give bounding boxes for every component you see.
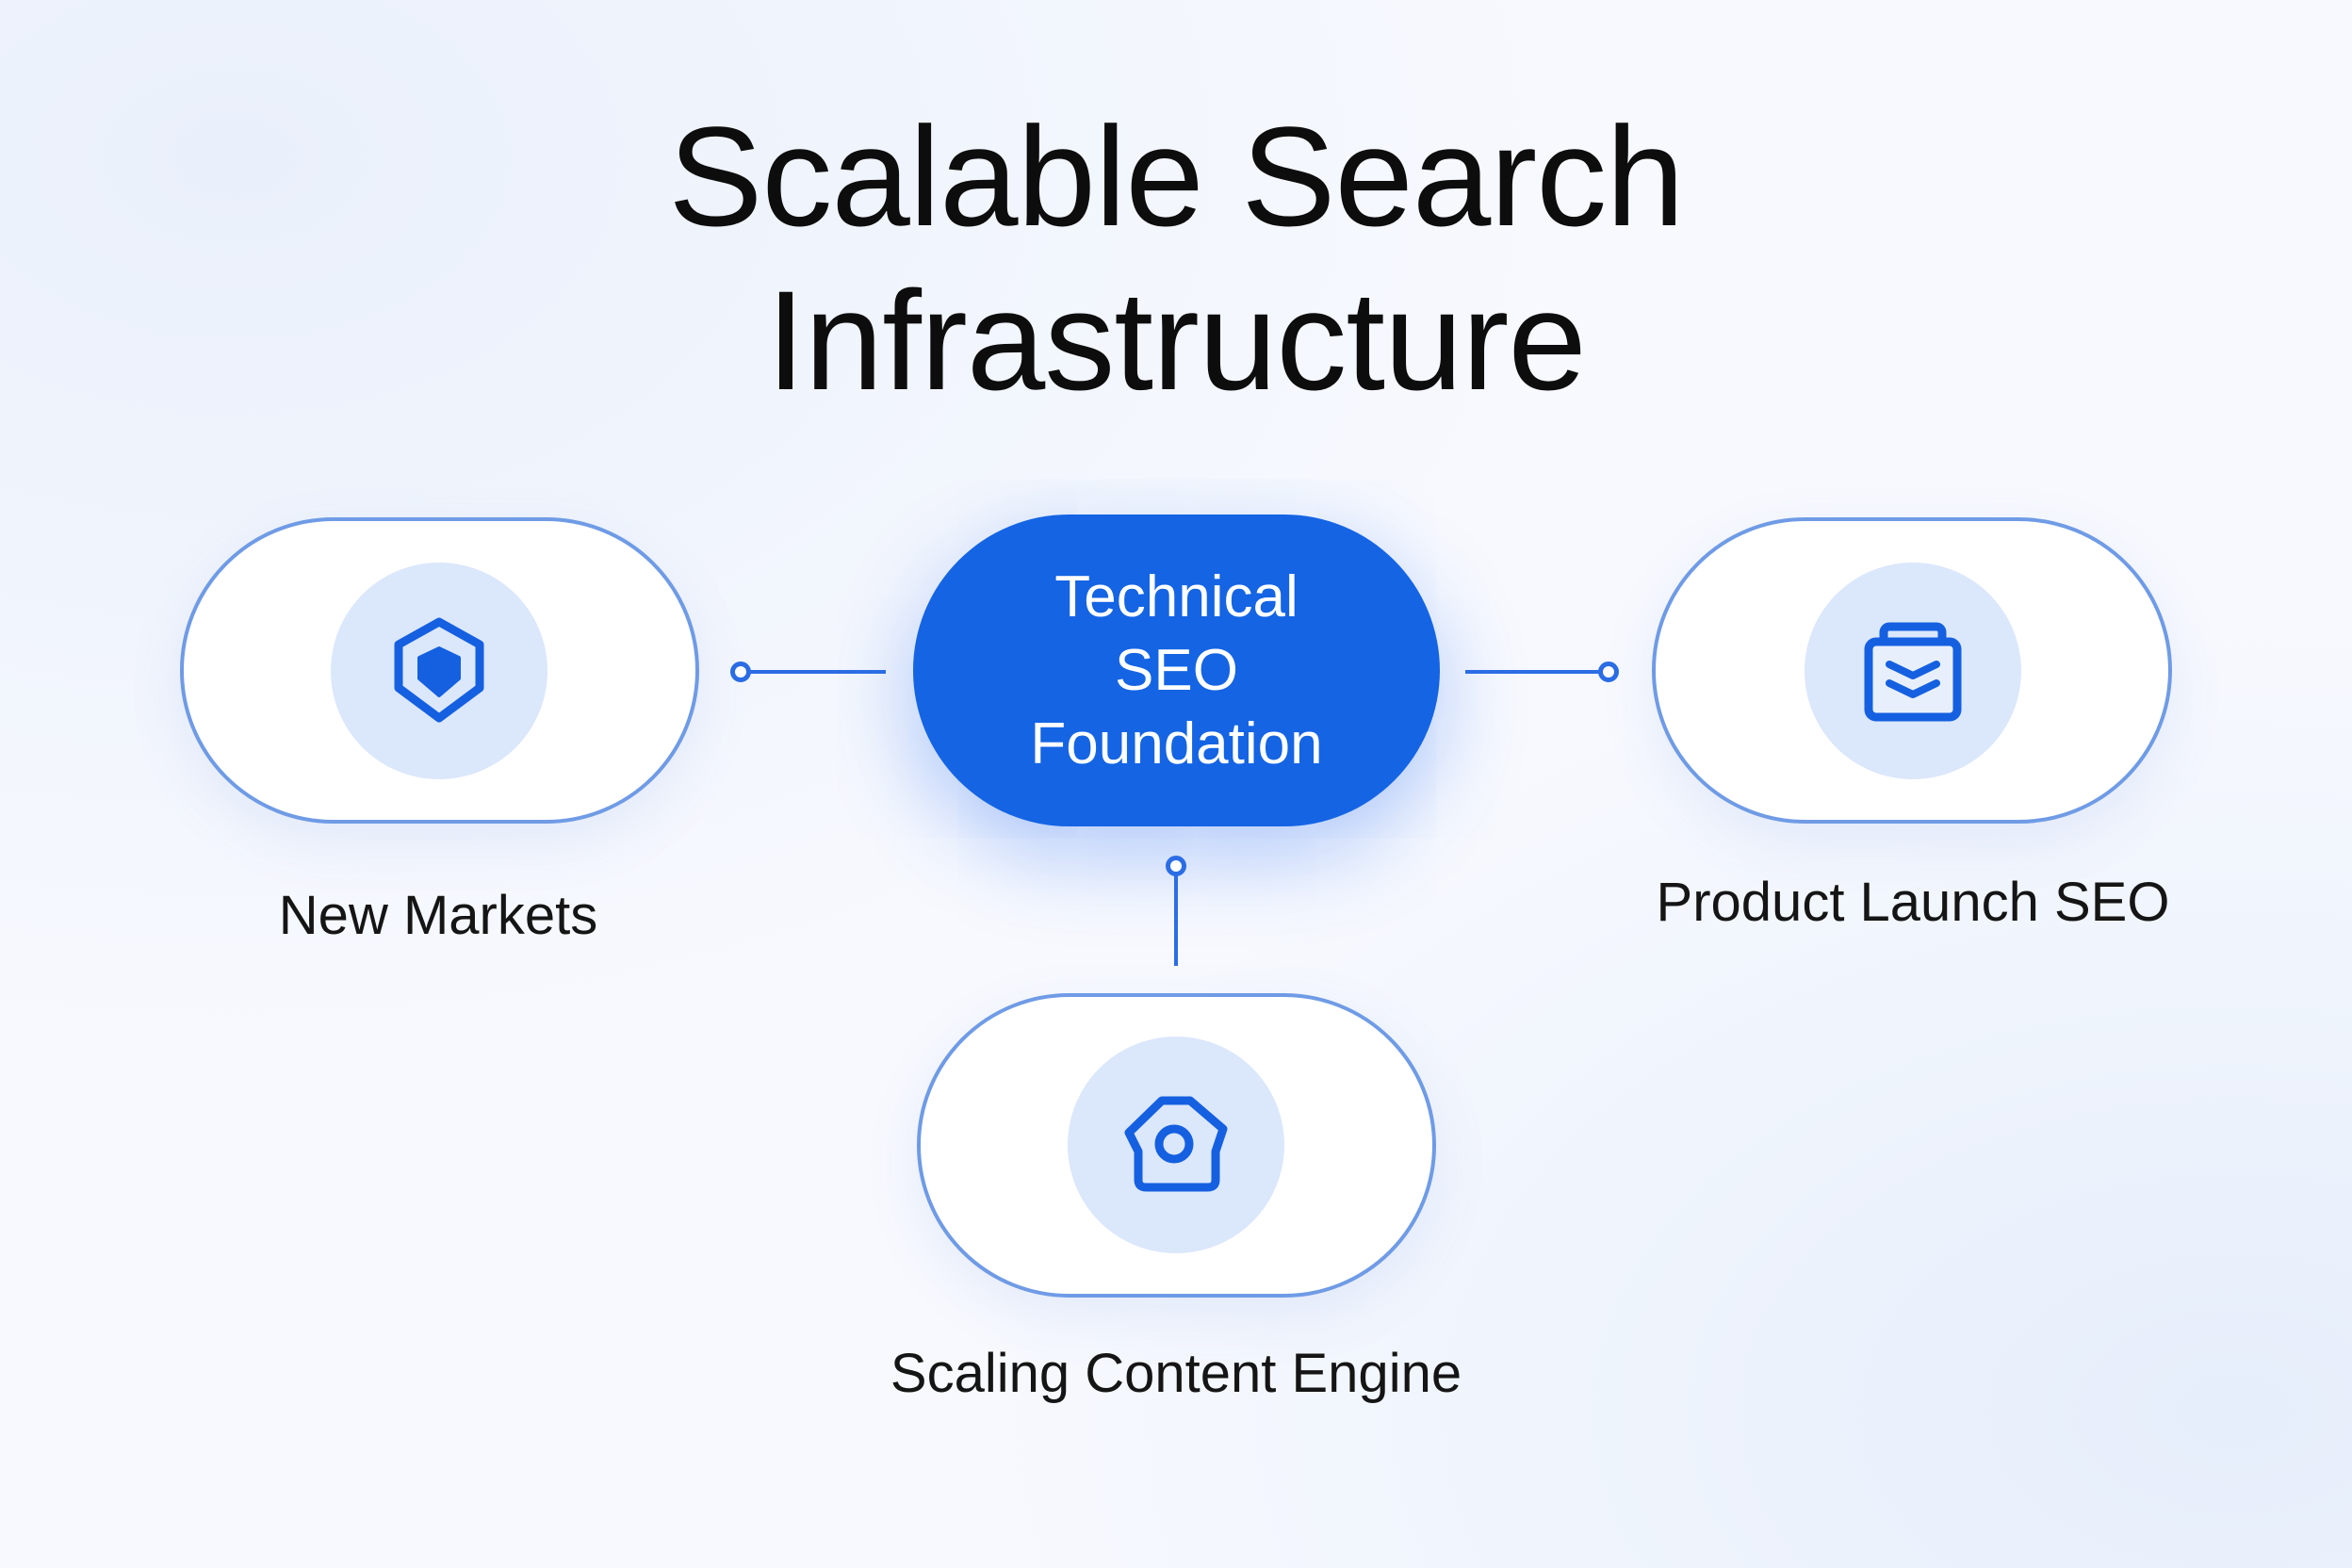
- center-node-line: Foundation: [1030, 710, 1323, 776]
- center-node-line: SEO: [1115, 637, 1238, 703]
- briefcase-chevrons-icon: [1864, 622, 1962, 722]
- connector-bottom: [1174, 872, 1178, 966]
- icon-circle: [1805, 563, 2021, 779]
- icon-circle: [331, 563, 547, 779]
- house-gear-icon: [1124, 1096, 1228, 1192]
- connector-right: [1465, 670, 1607, 674]
- icon-circle: [1068, 1037, 1284, 1253]
- node-label: New Markets: [278, 885, 598, 946]
- connector-right-dot: [1598, 662, 1619, 682]
- node-label: Product Launch SEO: [1656, 872, 2170, 933]
- connector-left: [744, 670, 886, 674]
- connector-left-dot: [730, 662, 751, 682]
- title-line-2: Infrastructure: [766, 261, 1587, 419]
- center-node-technical-seo: Technical SEO Foundation: [913, 514, 1440, 826]
- connector-bottom-dot: [1166, 856, 1186, 876]
- center-node-line: Technical: [1054, 564, 1298, 629]
- shield-hexagon-icon: [394, 617, 484, 723]
- title-line-1: Scalable Search: [668, 97, 1684, 255]
- node-label: Scaling Content Engine: [890, 1343, 1462, 1404]
